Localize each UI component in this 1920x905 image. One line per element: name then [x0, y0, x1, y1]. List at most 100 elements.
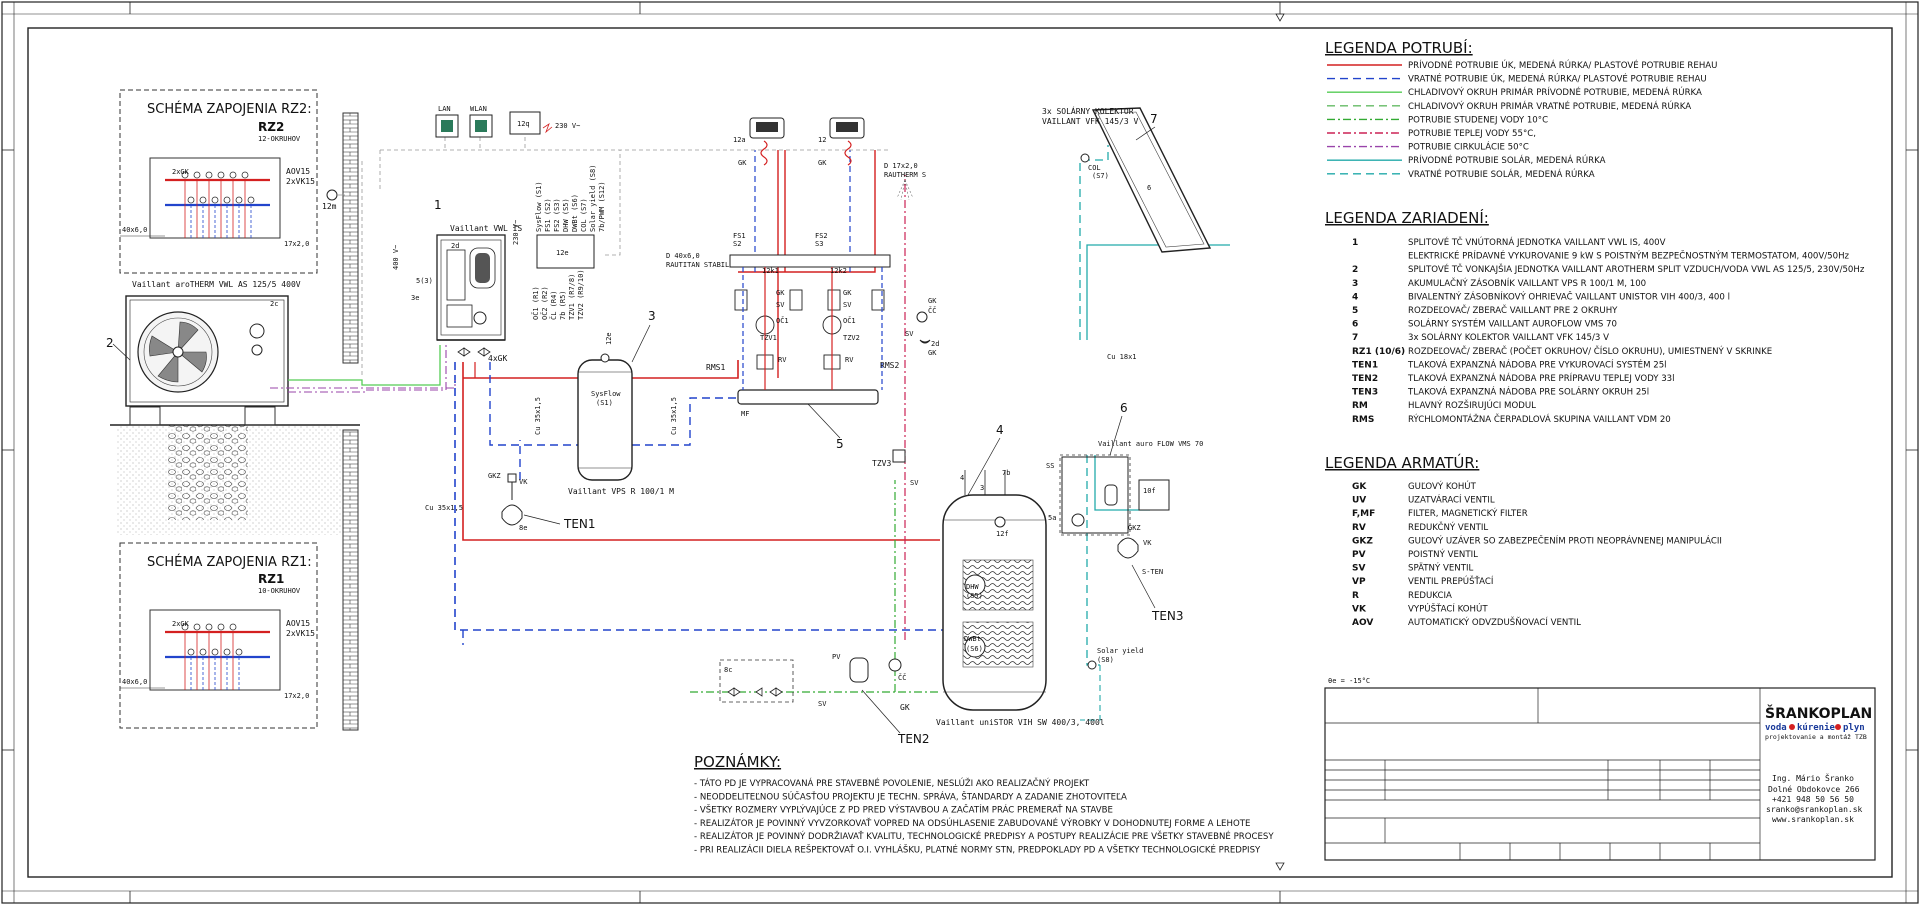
device-legend-code: 4	[1352, 292, 1358, 302]
fitting-legend-code: R	[1352, 591, 1359, 601]
label-2d-riser: 2d	[931, 340, 939, 348]
label-12k1: 12k1	[762, 267, 779, 275]
device-legend-label: RÝCHLOMONTÁŽNA ČERPADLOVÁ SKUPINA VAILLA…	[1408, 413, 1671, 425]
device-legend-code: TEN3	[1352, 388, 1378, 398]
indoor-4xgk-label: 4xGK	[488, 354, 507, 363]
device-legend-label: SPLITOVÉ TČ VNÚTORNÁ JEDNOTKA VAILLANT V…	[1408, 236, 1666, 248]
relay-list-item: 7b (R5)	[559, 290, 567, 320]
gk-label-riser-b: GK	[928, 349, 937, 357]
oc1-label-a: OČ1	[776, 316, 789, 325]
device-legend-code: 5	[1352, 306, 1358, 316]
label-10f: 10f	[1143, 487, 1156, 495]
sv-label-a: SV	[776, 301, 785, 309]
fitting-legend-code: UV	[1352, 496, 1366, 506]
rv-label-b: RV	[845, 356, 854, 364]
room-thermostats: 12a 12 GK GK D 17x2,0 RAUTHERM S	[733, 117, 926, 201]
distribution-manifold: RMS1 RMS2 12k1 12k2 FS1 S2 FS2 S3 OČ1 OČ…	[666, 232, 899, 451]
dhw-tank-label: Vaillant uniSTOR VIH SW 400/3, 400l	[936, 718, 1105, 727]
pipe-legend-label: CHLADIVOVÝ OKRUH PRIMÁR VRATNÉ POTRUBIE,…	[1408, 100, 1691, 112]
solar-station-label: Vaillant auro FLOW VMS 70	[1098, 440, 1203, 448]
schema-rz1-aov-label: AOV15	[286, 619, 310, 628]
gk-label-a: GK	[776, 289, 785, 297]
gkz-solar-label: GKZ	[1128, 524, 1141, 532]
rautherm-label: D 17x2,0	[884, 162, 918, 170]
fitting-legend-code: VP	[1352, 577, 1366, 587]
fitting-legend-code: PV	[1352, 550, 1366, 560]
gk-label-cold: GK	[900, 703, 910, 712]
fitting-legend-code: SV	[1352, 564, 1365, 574]
solar-collector-number: 7	[1150, 112, 1158, 126]
fitting-legend-label: REDUKČNÝ VENTIL	[1408, 521, 1488, 533]
pipe-legend-label: CHLADIVOVÝ OKRUH PRIMÁR PRÍVODNÉ POTRUBI…	[1408, 86, 1702, 98]
pipe-legend-items: PRÍVODNÉ POTRUBIE ÚK, MEDENÁ RÚRKA/ PLAS…	[1327, 59, 1717, 180]
device-legend-code: RM	[1352, 401, 1368, 411]
building-wall	[342, 112, 359, 731]
cu-18-label: Cu 18x1	[1107, 353, 1137, 361]
mf-label: MF	[741, 410, 749, 418]
note-line: - TÁTO PD JE VYPRACOVANÁ PRE STAVEBNÉ PO…	[694, 777, 1090, 789]
relay-list-item: OČ2 (R2)	[540, 286, 549, 320]
tagline-design: projektovanie a montáž TZB	[1765, 733, 1867, 741]
ss-label: SS	[1046, 462, 1054, 470]
device-legend-label: SOLÁRNY SYSTÉM VAILLANT AUROFLOW VMS 70	[1408, 318, 1617, 330]
device-legend-code: TEN2	[1352, 374, 1378, 384]
cc-label-cold: ČČ	[898, 673, 906, 682]
label-12k2: 12k2	[830, 267, 847, 275]
network-modules: LAN WLAN 12q 230 V~	[435, 105, 580, 138]
voltage-230-side-label: 230 V~	[512, 220, 520, 245]
device-legend-code: RMS	[1352, 415, 1374, 425]
pv-label: PV	[832, 653, 841, 661]
buffer-sensor-code: (S1)	[596, 399, 613, 407]
device-legend-label: SPLITOVÉ TČ VONKAJŠIA JEDNOTKA VAILLANT …	[1408, 263, 1865, 275]
pipe-legend-title: LEGENDA POTRUBÍ:	[1325, 38, 1473, 57]
solar-station: 10f Vaillant auro FLOW VMS 70 6 SS GKZ V…	[1046, 401, 1203, 670]
sv-label-b: SV	[843, 301, 852, 309]
device-legend-label: 3x SOLÁRNY KOLEKTOR VAILLANT VFK 145/3 V	[1408, 331, 1609, 343]
fitting-legend-code: GK	[1352, 482, 1367, 492]
note-line: - NEODDELITEĽNOU SÚČASŤOU PROJEKTU JE TE…	[694, 790, 1127, 802]
device-legend-code: 3	[1352, 279, 1358, 289]
gk-label-b: GK	[843, 289, 852, 297]
schema-rz2-pipe-left: 40x6,0	[122, 226, 147, 234]
fitting-legend-label: POISTNÝ VENTIL	[1408, 548, 1478, 560]
company-logo: ŠRANKOPLAN	[1765, 704, 1872, 722]
device-legend-label: TLAKOVÁ EXPANZNÁ NÁDOBA PRE VYKUROVACÍ S…	[1407, 358, 1667, 370]
note-line: - VŠETKY ROZMERY VYPLÝVAJÚCE Z PD PRED V…	[694, 804, 1113, 816]
schema-rz2: SCHÉMA ZAPOJENIA RZ2: RZ2 12-OKRUHOV 2xG…	[119, 89, 318, 274]
outdoor-unit-number: 2	[106, 336, 114, 350]
notes-title: POZNÁMKY:	[694, 752, 781, 771]
device-legend-items: 1 SPLITOVÉ TČ VNÚTORNÁ JEDNOTKA VAILLANT …	[1352, 236, 1865, 425]
rms1-label: RMS1	[706, 363, 725, 372]
fitting-legend-label: REDUKCIA	[1408, 591, 1452, 601]
cu-35-a-label: Cu 35x1,5	[534, 397, 542, 435]
pipe-legend-label: VRATNÉ POTRUBIE ÚK, MEDENÁ RÚRKA/ PLASTO…	[1408, 73, 1707, 85]
design-temperature: θe = -15°C	[1328, 677, 1370, 685]
ten3-label: TEN3	[1151, 609, 1184, 623]
rms2-label: RMS2	[880, 361, 899, 370]
device-legend-label: ROZDEĽOVAČ/ ZBERAČ (POČET OKRUHOV/ ČÍSLO…	[1408, 345, 1772, 357]
device-legend-code: 1	[1352, 238, 1358, 248]
buffer-tank-label: Vaillant VPS R 100/1 M	[568, 487, 674, 496]
label-3-a: 3	[980, 484, 984, 492]
title-block: θe = -15°C ŠRANKOPLAN voda	[1324, 677, 1876, 861]
solar-panel-number: 6	[1147, 184, 1151, 192]
buffer-12e-label: 12e	[605, 332, 613, 345]
solar-yield-label: Solar yield	[1097, 647, 1143, 655]
s-ten-label: S-TEN	[1142, 568, 1163, 576]
fitting-legend-code: RV	[1352, 523, 1366, 533]
device-legend-label: TLAKOVÁ EXPANZNÁ NÁDOBA PRE SOLÁRNY OKRU…	[1407, 386, 1649, 398]
tagline-water: voda	[1765, 723, 1787, 733]
pipe-legend-label: PRÍVODNÉ POTRUBIE SOLÁR, MEDENÁ RÚRKA	[1408, 154, 1606, 166]
tzv3-label: TZV3	[872, 459, 891, 468]
wlan-label: WLAN	[470, 105, 487, 113]
fitting-legend-title: LEGENDA ARMATÚR:	[1325, 453, 1479, 472]
relay-list-item: ČL (R4)	[549, 290, 558, 320]
note-line: - REALIZÁTOR JE POVINNÝ VYVZORKOVAŤ VOPR…	[694, 817, 1250, 829]
label-5-3: 5(3)	[416, 277, 433, 285]
ten1-8e-label: 8e	[519, 524, 527, 532]
buffer-tank: SysFlow (S1) 12e Vaillant VPS R 100/1 M …	[425, 309, 678, 512]
note-line: - PRI REALIZÁCII DIELA REŠPEKTOVAŤ O.I. …	[694, 844, 1261, 856]
schema-rz1-pipe-left: 40x6,0	[122, 678, 147, 686]
